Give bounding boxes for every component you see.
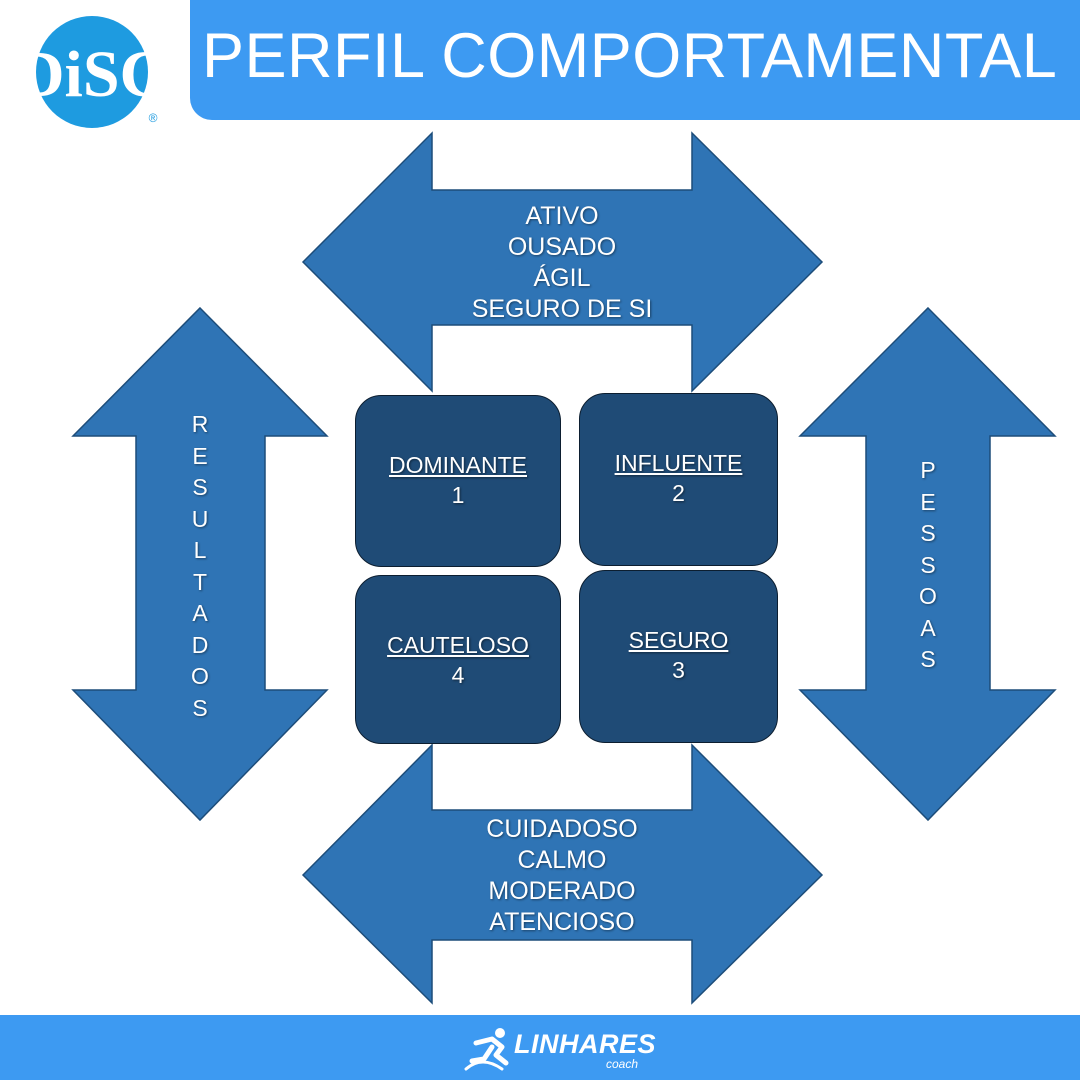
quadrant-number: 1 [451,482,465,508]
quadrant-seguro: SEGURO 3 [579,570,778,743]
right-arrow-letter: S [920,551,936,578]
runner-icon [464,1028,509,1071]
left-double-arrow [71,306,329,822]
top-arrow-line: ATIVO [525,202,599,230]
quadrant-number: 4 [451,662,465,688]
registered-mark: ® [149,111,158,125]
right-arrow-letter: S [920,520,936,546]
quadrant-cauteloso: CAUTELOSO 4 [355,575,561,744]
left-arrow-letter: E [192,442,208,469]
left-arrow-letter: T [192,568,208,595]
bottom-double-arrow [301,743,824,1005]
quadrant-title: DOMINANTE [389,452,527,478]
right-arrow-letter: S [920,646,936,672]
top-arrow-line: SEGURO DE SI [471,295,653,323]
quadrant-influente: INFLUENTE 2 [579,393,778,566]
left-arrow-letter: A [192,600,208,626]
quadrant-title: CAUTELOSO [387,632,529,658]
top-arrow-line: OUSADO [507,233,617,261]
disc-logo: DiSC ® [28,16,160,128]
footer-bar: LINHARES coach [0,1015,1080,1080]
diagram-arrows [71,131,1057,1005]
header-bar: PERFIL COMPORTAMENTAL [190,0,1080,120]
right-arrow-letter: O [919,583,937,609]
top-arrow-label: ATIVO OUSADO ÁGIL SEGURO DE SI [432,201,692,325]
quadrant-title: INFLUENTE [614,450,743,476]
top-arrow-line: ÁGIL [533,264,591,292]
bottom-arrow-line: MODERADO [488,877,636,905]
left-arrow-letter: S [192,694,208,721]
right-double-arrow [798,306,1057,822]
page-title: PERFIL COMPORTAMENTAL [202,21,1058,91]
left-arrow-label: R E S U L T A D O S [180,409,220,724]
quadrant-number: 3 [672,657,685,683]
bottom-arrow-label: CUIDADOSO CALMO MODERADO ATENCIOSO [432,814,692,938]
footer-brand: LINHARES [514,1029,657,1059]
bottom-arrow-line: ATENCIOSO [489,908,635,936]
bottom-arrow-line: CALMO [517,846,607,874]
top-double-arrow [301,131,824,393]
left-arrow-letter: D [191,631,209,658]
left-arrow-letter: L [193,537,207,563]
left-arrow-letter: S [192,474,208,500]
right-arrow-letter: E [920,488,936,515]
left-arrow-letter: U [191,505,209,532]
quadrant-title: SEGURO [628,627,729,653]
left-arrow-letter: O [191,663,209,689]
logo-text: DiSC [28,38,160,111]
right-arrow-letter: A [920,614,936,641]
bottom-arrow-line: CUIDADOSO [486,815,638,843]
quadrant-number: 2 [672,480,685,506]
right-arrow-label: P E S S O A S [908,455,948,676]
footer-subtitle: coach [606,1057,639,1071]
left-arrow-letter: R [191,411,209,437]
quadrant-dominante: DOMINANTE 1 [355,395,561,567]
right-arrow-letter: P [920,457,936,483]
